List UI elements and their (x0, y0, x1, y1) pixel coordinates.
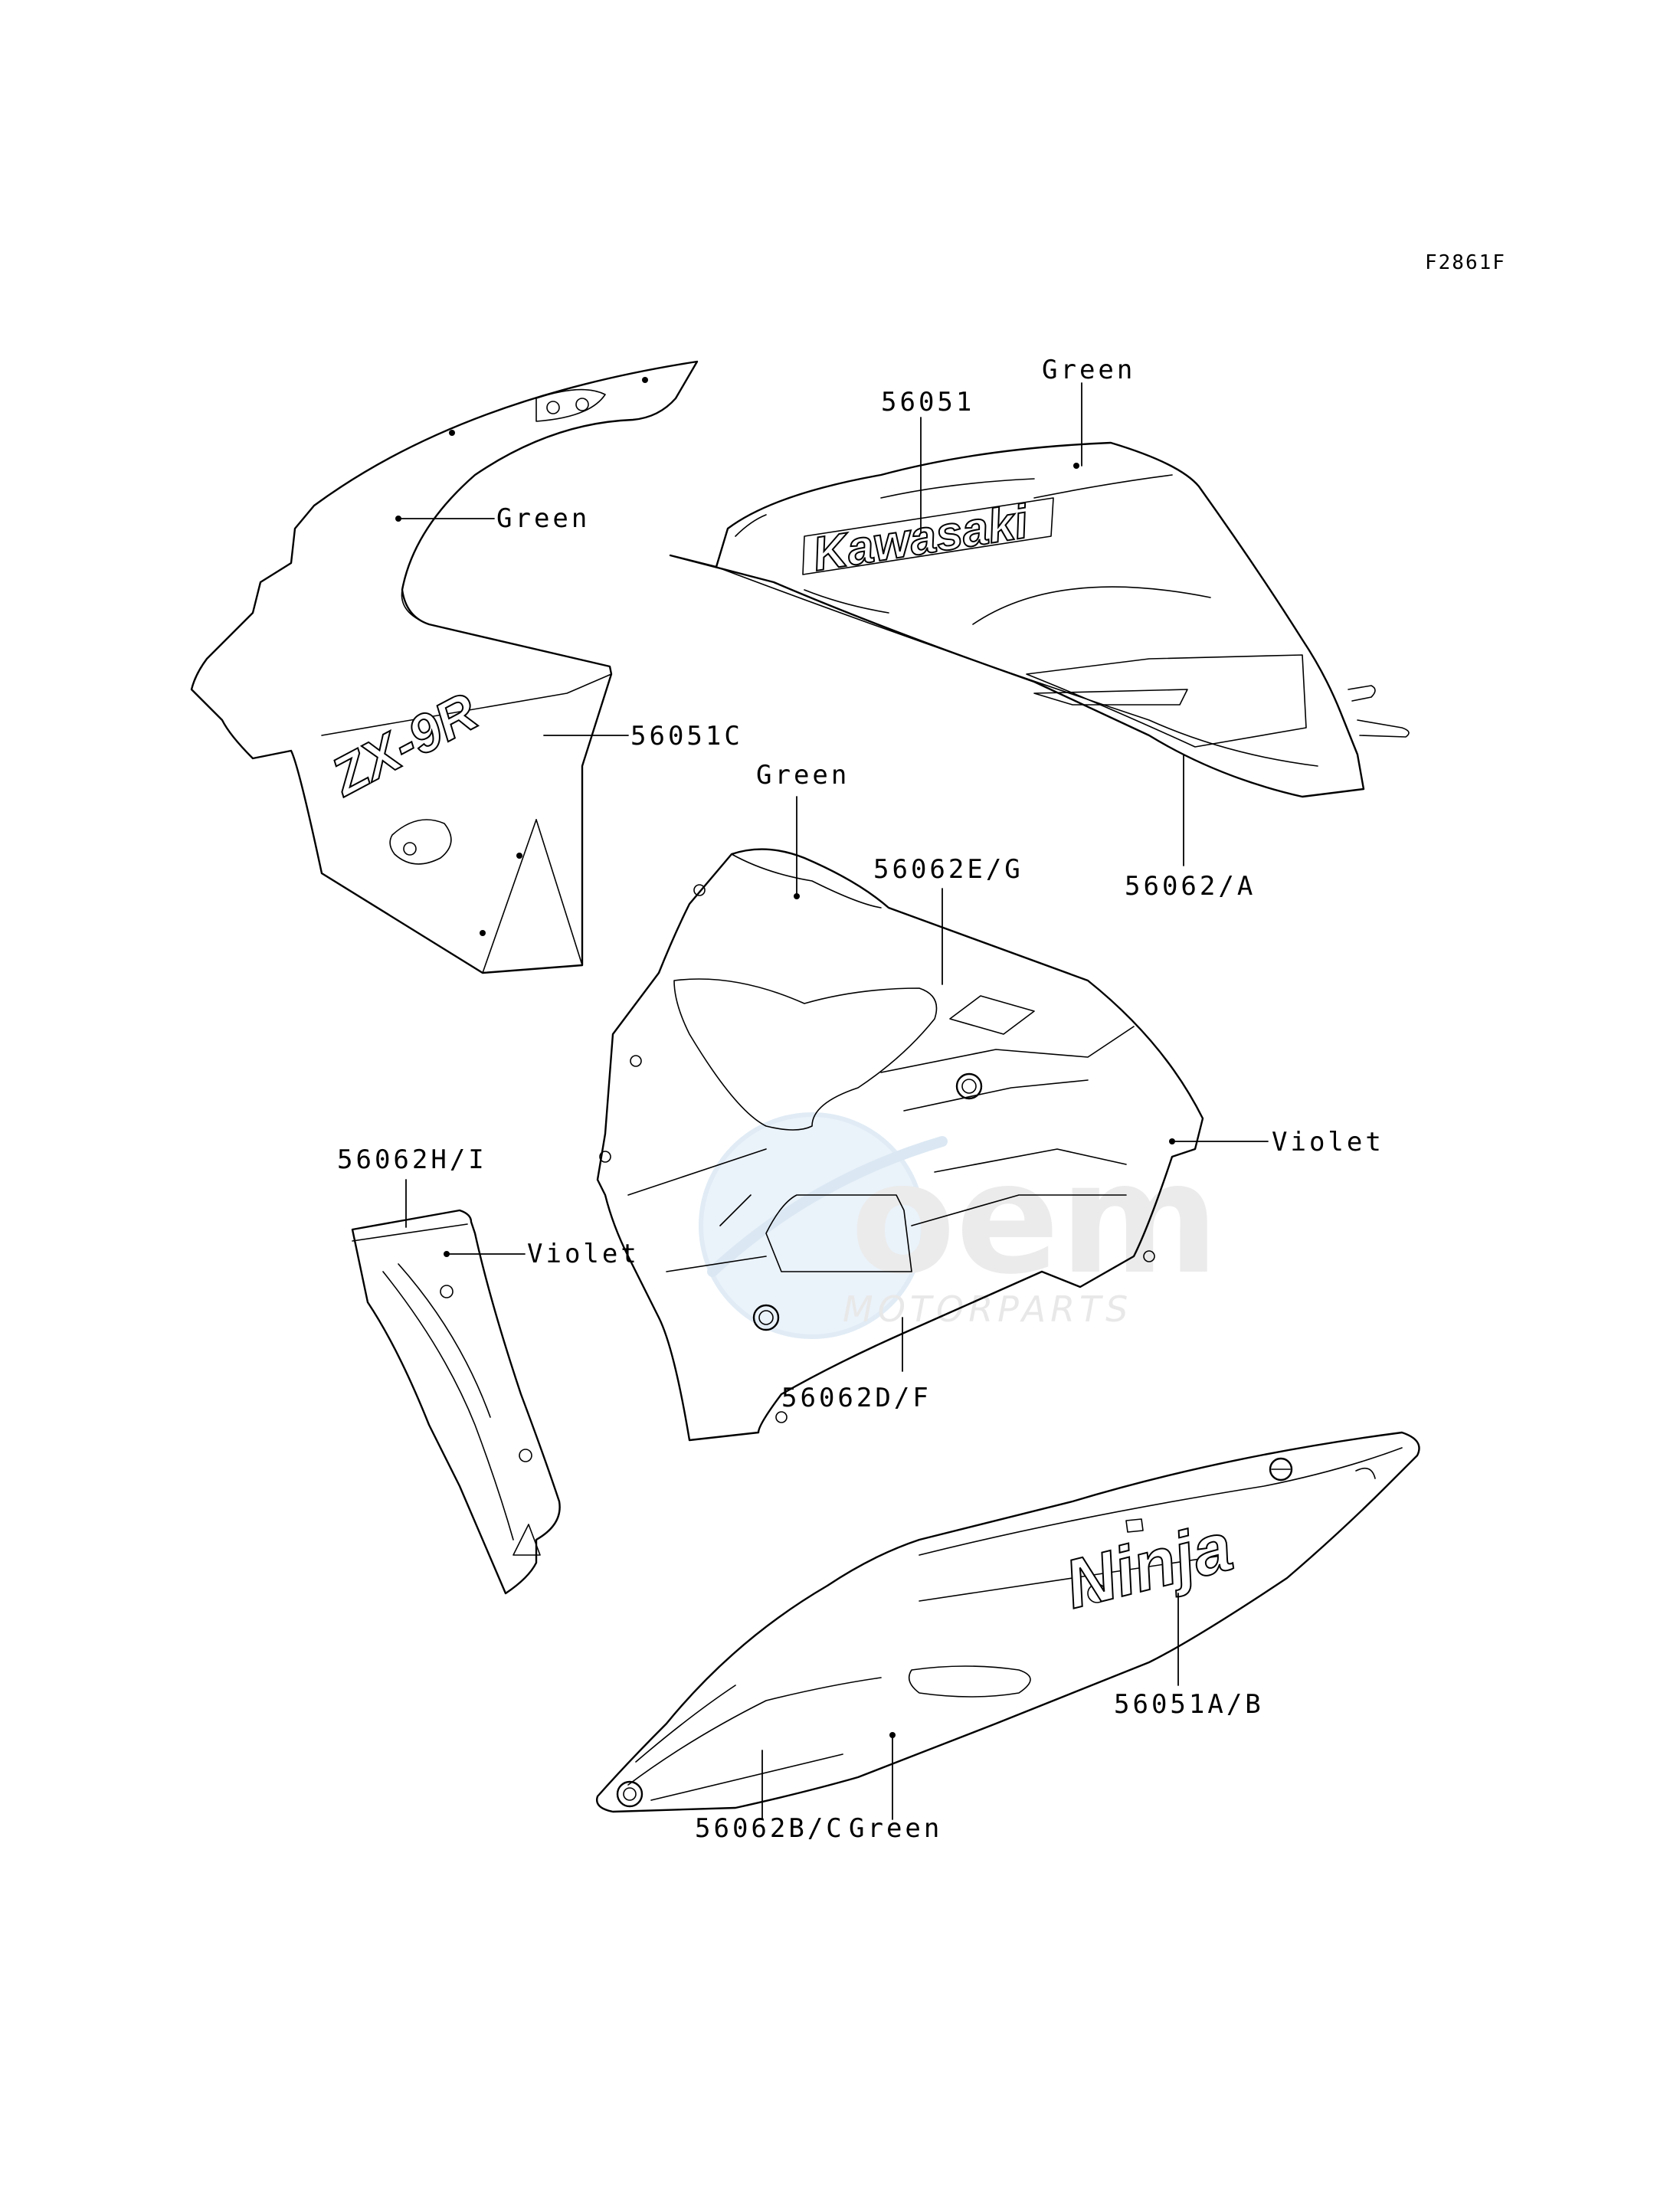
inner-panel-top-band (352, 1223, 468, 1242)
seat-cowl-top-edge (919, 1447, 1403, 1556)
side-fairing-stripe-b (903, 1079, 1089, 1112)
side-fairing-drawing (596, 848, 1204, 1442)
watermark-swoosh (707, 1136, 948, 1277)
label-seat-cowl-part: 56051A/B (1114, 1689, 1264, 1720)
label-side-fairing-color-2: Violet (1272, 1127, 1384, 1157)
upper-cowl-hole-1 (546, 401, 560, 414)
label-seat-cowl-color: Green (849, 1813, 942, 1844)
side-fairing-grommet-1 (955, 1072, 983, 1100)
side-fairing-grommet-1-inner (961, 1079, 977, 1094)
upper-cowl-inner-line (401, 589, 430, 625)
figure-code: F2861F (1425, 251, 1506, 274)
callouts: Green 56051C 56051 Green 56062/A Green 5… (337, 355, 1384, 1844)
label-inner-panel-color: Violet (527, 1239, 640, 1269)
label-side-fairing-stripe-lower: 56062D/F (781, 1383, 932, 1413)
side-fairing-stripe-g (719, 1194, 752, 1226)
seat-cowl-grommet (616, 1780, 644, 1808)
watermark-subtitle: MOTORPARTS (843, 1288, 1132, 1330)
seat-cowl-emblem-square (1125, 1518, 1144, 1533)
seat-cowl-stripe-2 (635, 1685, 736, 1763)
leader-dot-upper-cowl-color (395, 516, 401, 522)
fuel-tank-drawing: Kawasaki (669, 441, 1410, 798)
side-fairing-top-band (731, 853, 882, 909)
label-tank-stripe: 56062/A (1125, 871, 1256, 902)
upper-cowl-decal-panel (321, 673, 612, 736)
label-upper-cowl-part: 56051C (630, 721, 743, 751)
seat-cowl-drawing: Ninja (596, 1431, 1420, 1813)
label-tank-part: 56051 (881, 387, 974, 417)
leader-dot-seat-cowl-color (889, 1732, 896, 1738)
upper-cowl-fastener-1 (642, 377, 648, 383)
side-fairing-stripe-f (666, 1256, 767, 1272)
seat-cowl-step-line (919, 1554, 1226, 1602)
label-tank-color: Green (1042, 355, 1135, 385)
ninja-decal: Ninja (1058, 1508, 1240, 1623)
side-fairing-mount-2 (630, 1055, 642, 1067)
fuel-tank-kawasaki-badge (802, 497, 1054, 575)
upper-cowl-drawing: ZX-9R (190, 360, 699, 974)
leader-dot-side-fairing-color (794, 893, 800, 899)
side-fairing-outline (596, 848, 1204, 1442)
seat-cowl-stripe-1 (627, 1677, 882, 1786)
upper-cowl-fastener-2 (449, 430, 455, 436)
fuel-tank-rear-bracket (1348, 685, 1376, 702)
side-fairing-mount-3 (599, 1151, 611, 1163)
side-fairing-vent (765, 1194, 912, 1272)
upper-cowl-mirror-mount (535, 388, 606, 422)
seat-cowl-emblem-hole (1087, 1583, 1107, 1603)
upper-cowl-outline (190, 360, 699, 974)
seat-cowl-outline (596, 1431, 1420, 1813)
fuel-tank-fastener (1073, 463, 1079, 469)
side-fairing-grommet-2 (752, 1304, 780, 1331)
upper-cowl-hole-2 (575, 398, 589, 411)
inner-panel-drawing (351, 1209, 561, 1595)
label-side-fairing-color: Green (756, 760, 850, 791)
seat-cowl-fuel-cap (1269, 1457, 1293, 1482)
seat-cowl-slot (908, 1665, 1031, 1698)
label-side-fairing-stripe-upper: 56062E/G (873, 854, 1023, 885)
zx9r-decal: ZX-9R (321, 681, 487, 807)
leader-dot-inner-panel-color (444, 1251, 450, 1257)
seat-cowl-notch (1355, 1467, 1376, 1479)
fuel-tank-contour-5 (804, 589, 889, 614)
upper-cowl-fastener-3 (516, 853, 522, 859)
seat-cowl-grommet-inner (623, 1787, 637, 1801)
side-fairing-mount-4 (1143, 1250, 1155, 1262)
side-fairing-stripe-c (934, 1148, 1127, 1173)
upper-cowl-lower-panel-2 (482, 819, 537, 974)
side-fairing-stripe-e (627, 1148, 767, 1196)
side-fairing-grommet-2-inner (758, 1310, 774, 1325)
watermark: oem MOTORPARTS (699, 1112, 1219, 1339)
seat-cowl-stripe-3 (650, 1753, 843, 1801)
fuel-tank-stripe-1 (1026, 654, 1307, 748)
upper-cowl-lower-panel (535, 819, 583, 966)
side-fairing-mount-1 (693, 884, 706, 896)
fuel-tank-contour-4 (735, 514, 767, 537)
label-inner-panel-part: 56062H/I (337, 1144, 487, 1175)
inner-panel-hole-1 (440, 1285, 454, 1298)
side-fairing-mount-5 (775, 1411, 788, 1423)
watermark-name: oem (850, 1130, 1219, 1308)
side-fairing-stripe-h (949, 995, 1035, 1035)
upper-cowl-fastener-4 (480, 930, 486, 936)
fuel-tank-contour-3 (1033, 474, 1173, 499)
upper-cowl-duct-hole (403, 842, 417, 856)
upper-cowl-duct-icon (389, 819, 452, 865)
inner-panel-stripe-2 (398, 1263, 491, 1418)
inner-panel-tab (513, 1524, 541, 1556)
fuel-tank-rear-bracket-2 (1357, 719, 1410, 738)
inner-panel-outline (351, 1209, 561, 1595)
side-fairing-stripe-d (911, 1194, 1127, 1226)
fuel-tank-contour-2 (880, 478, 1035, 499)
label-seat-cowl-stripe: 56062B/C (695, 1813, 845, 1844)
fuel-tank-contour-1 (972, 586, 1211, 625)
label-upper-cowl-color: Green (496, 503, 590, 534)
inner-panel-hole-2 (519, 1449, 532, 1462)
inner-panel-stripe (382, 1271, 514, 1541)
side-fairing-cutout (673, 978, 938, 1131)
side-fairing-stripe-a (880, 1026, 1135, 1073)
fuel-tank-stripe-2 (1033, 689, 1188, 706)
leader-dot-side-fairing-color-2 (1169, 1138, 1175, 1144)
